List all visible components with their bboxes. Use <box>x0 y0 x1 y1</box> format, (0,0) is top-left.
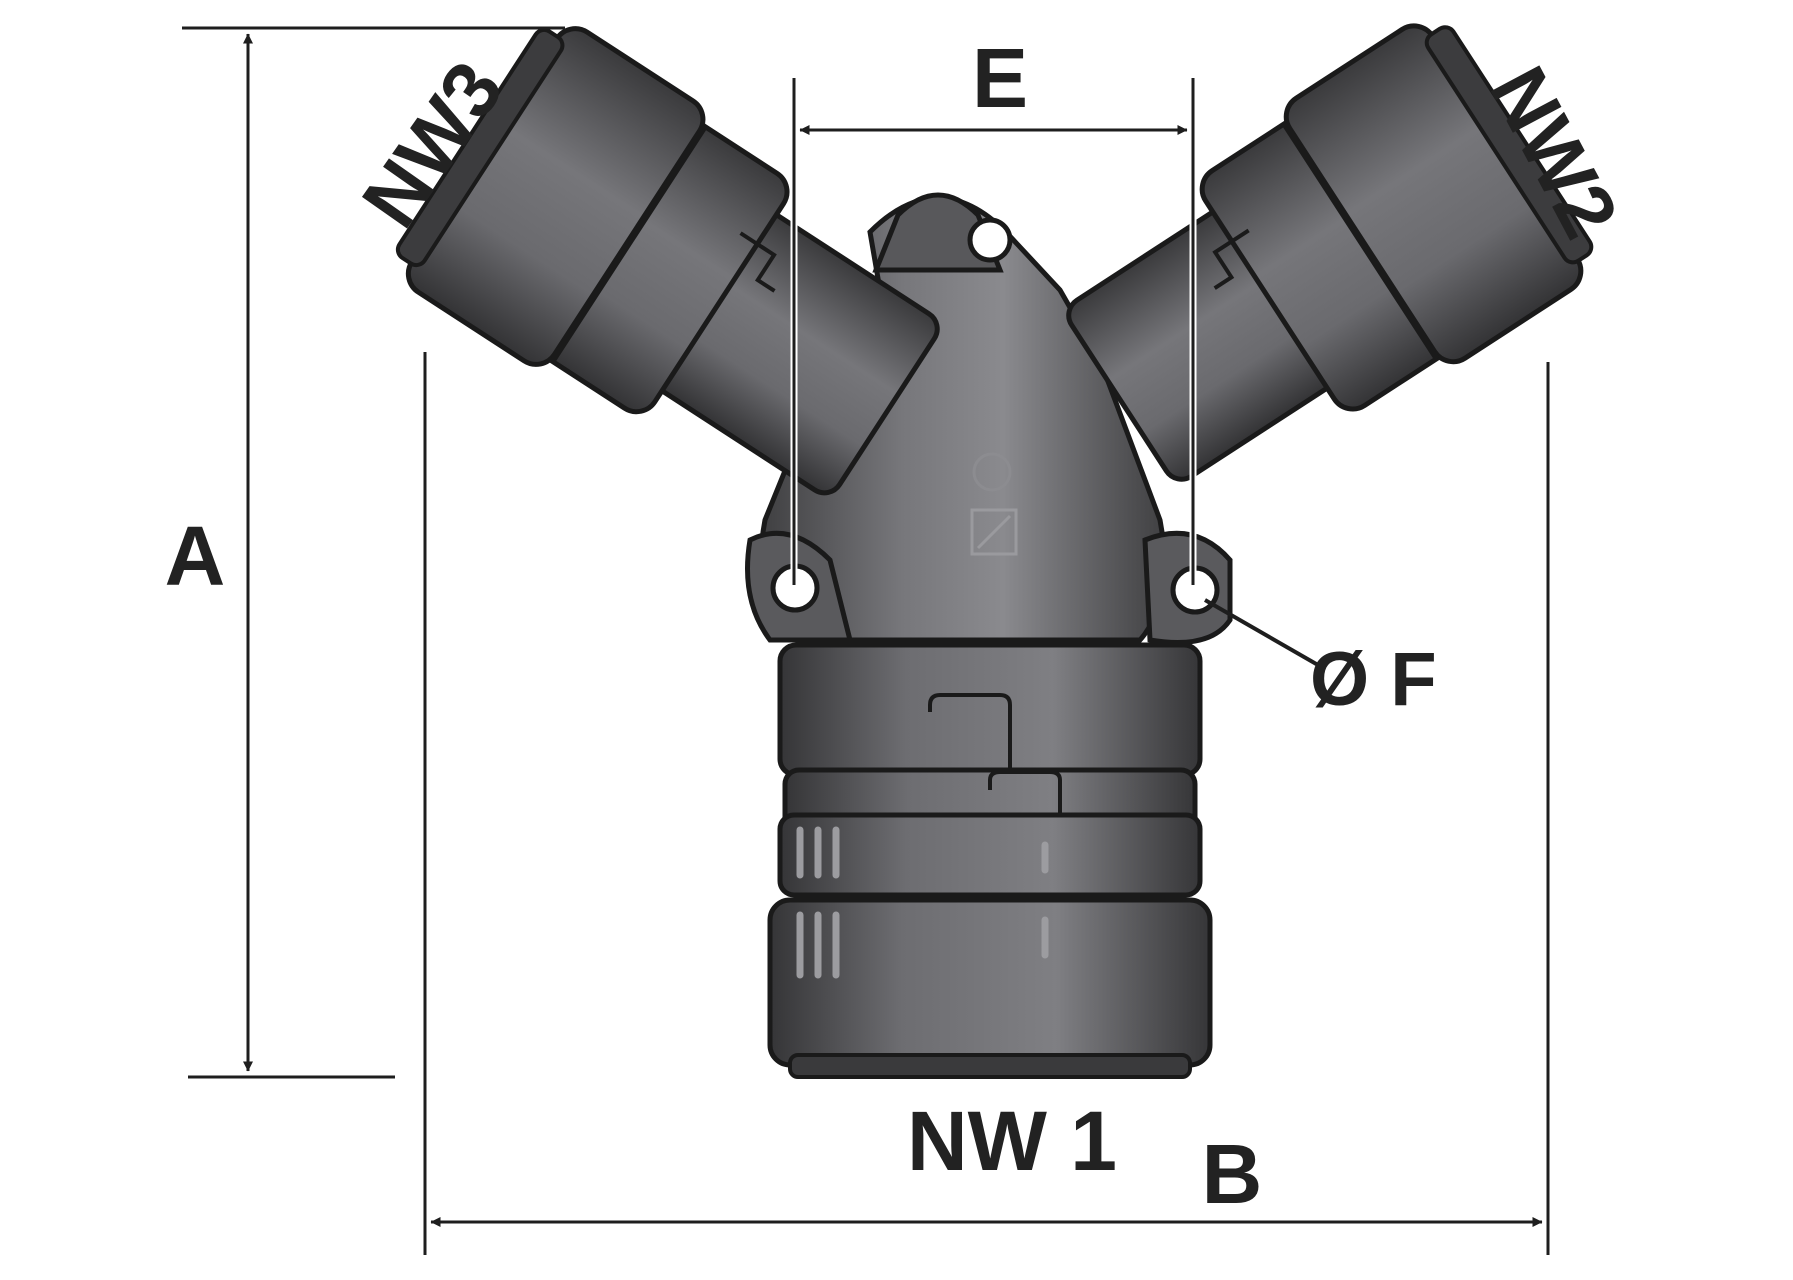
label-e: E <box>972 31 1028 125</box>
nw1-port-fitting <box>767 642 1213 1079</box>
dimension-lines <box>182 26 1550 1255</box>
dimension-f-leader <box>1204 598 1319 667</box>
label-b: B <box>1202 1127 1263 1221</box>
nw2-port-fitting <box>1066 23 1594 482</box>
label-f: Ø F <box>1310 637 1437 722</box>
nw3-port-fitting <box>395 26 940 496</box>
label-nw1: NW 1 <box>907 1094 1117 1188</box>
label-a: A <box>165 509 226 603</box>
left-mounting-lug <box>745 530 854 643</box>
right-mounting-lug <box>1142 530 1233 645</box>
